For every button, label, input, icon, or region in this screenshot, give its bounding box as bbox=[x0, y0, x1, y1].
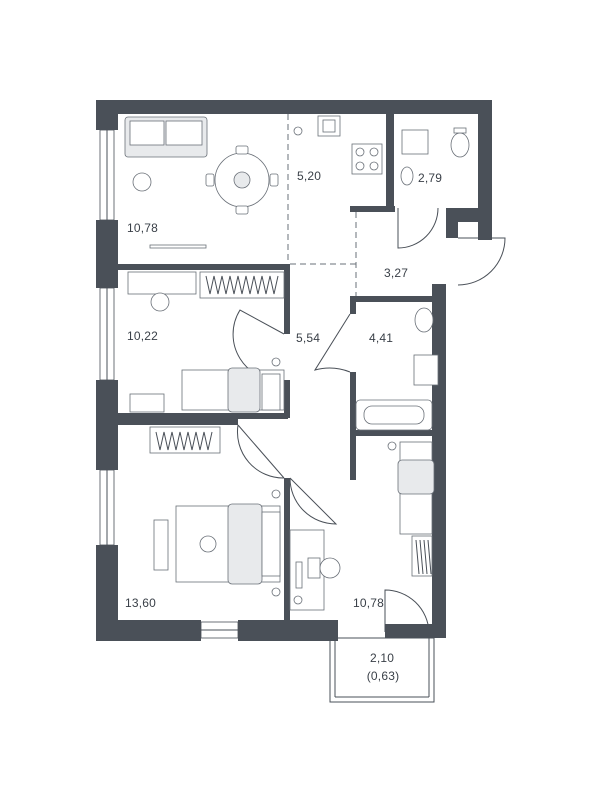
small-bath-fixtures bbox=[400, 127, 470, 186]
area-balcony: 2,10 bbox=[370, 651, 395, 665]
bedroom2-furniture bbox=[149, 426, 281, 597]
walls bbox=[96, 100, 492, 641]
zone-dividers bbox=[287, 114, 357, 296]
bedroom3-furniture bbox=[289, 441, 435, 611]
doors bbox=[232, 207, 506, 633]
windows bbox=[99, 129, 239, 639]
bathroom-fixtures bbox=[355, 307, 439, 431]
area-living-room: 10,78 bbox=[127, 221, 159, 235]
area-bedroom-1: 10,22 bbox=[127, 329, 159, 343]
area-bathroom: 4,41 bbox=[369, 331, 394, 345]
bedroom1-furniture bbox=[127, 271, 285, 413]
area-bedroom-2: 13,60 bbox=[125, 596, 157, 610]
area-bathroom-small: 2,79 bbox=[418, 171, 443, 185]
area-corridor: 5,54 bbox=[296, 331, 321, 345]
balcony bbox=[329, 637, 435, 703]
area-balcony-reduced: (0,63) bbox=[366, 669, 400, 683]
area-entry-hall: 3,27 bbox=[384, 266, 409, 280]
living-furniture bbox=[124, 116, 279, 249]
area-bedroom-3: 10,78 bbox=[353, 596, 385, 610]
area-kitchen: 5,20 bbox=[297, 169, 322, 183]
kitchen-furniture bbox=[293, 115, 383, 175]
